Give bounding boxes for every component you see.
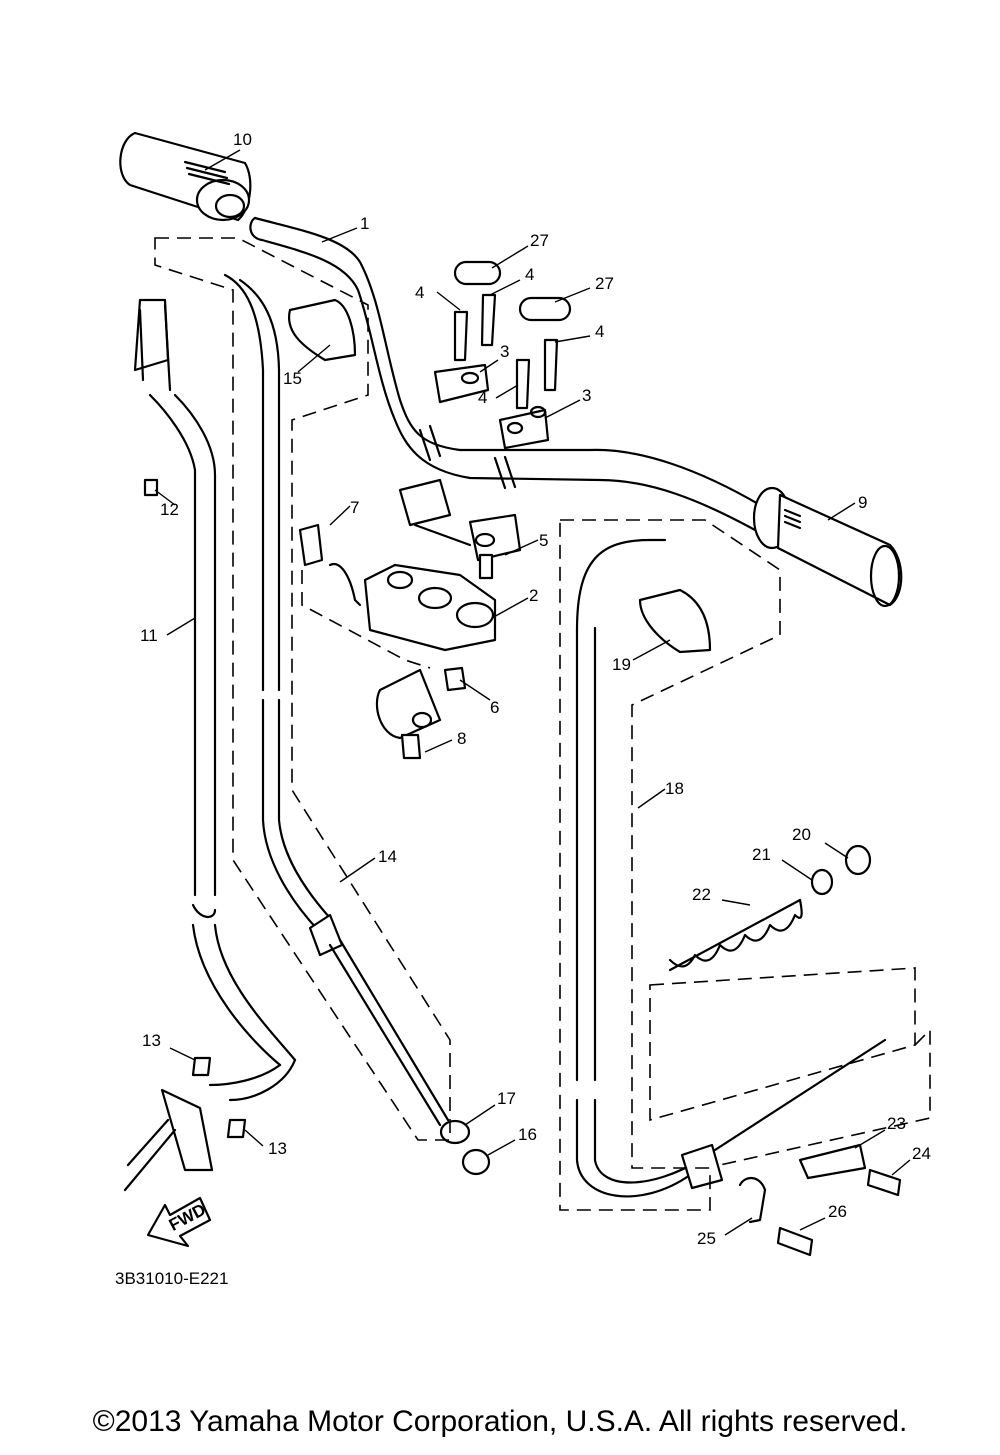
- bolt-13a: [191, 1056, 212, 1077]
- callout-labels: 10 1 27 4 27 4 4 3 4 3 15 12 7 5 2 9 6 8…: [140, 130, 931, 1248]
- callout-2: 2: [529, 586, 538, 605]
- callout-13a: 13: [142, 1031, 161, 1050]
- nut-16: [461, 1148, 491, 1176]
- left-grip: [119, 131, 252, 222]
- callout-15: 15: [283, 369, 302, 388]
- callout-6: 6: [490, 698, 499, 717]
- callout-11: 11: [140, 626, 158, 645]
- upper-holders-and-bolts: [433, 260, 572, 450]
- callout-17: 17: [497, 1089, 516, 1108]
- spring-assembly: [668, 844, 872, 972]
- clutch-cable: [223, 273, 450, 1127]
- forward-arrow: FWD: [146, 1196, 212, 1248]
- callout-3a: 3: [500, 342, 509, 361]
- callout-27a: 27: [530, 231, 549, 250]
- nut-17: [439, 1119, 471, 1145]
- callout-1: 1: [360, 214, 369, 233]
- callout-13b: 13: [268, 1139, 287, 1158]
- callout-24: 24: [912, 1144, 931, 1163]
- handlebar: [249, 216, 762, 532]
- leader-lines: [154, 149, 911, 1236]
- callout-14: 14: [378, 847, 397, 866]
- bolt-13b: [226, 1118, 247, 1139]
- callout-27b: 27: [595, 274, 614, 293]
- callout-25: 25: [697, 1229, 716, 1248]
- grommet-27a: [453, 260, 502, 286]
- bracket-23: [798, 1143, 867, 1180]
- brake-cable: [575, 538, 887, 1198]
- grommet-27b: [518, 296, 572, 322]
- callout-4d: 4: [478, 388, 487, 407]
- callout-19: 19: [612, 655, 631, 674]
- right-grip: [752, 486, 903, 608]
- callout-7: 7: [350, 498, 359, 517]
- clip-25: [738, 1177, 767, 1224]
- callout-4a: 4: [415, 283, 424, 302]
- callout-10: 10: [233, 130, 252, 149]
- group-outlines: [154, 237, 931, 1211]
- lever-cover-19: [638, 588, 712, 654]
- callout-8: 8: [457, 729, 466, 748]
- callout-3b: 3: [582, 386, 591, 405]
- lever-cover-15: [287, 298, 357, 362]
- bolt-24: [866, 1168, 902, 1197]
- callout-26: 26: [828, 1202, 847, 1221]
- copyright-notice: ©2013 Yamaha Motor Corporation, U.S.A. A…: [92, 1405, 908, 1438]
- callout-18: 18: [665, 779, 684, 798]
- lower-holder-assembly: [298, 478, 522, 760]
- callout-9: 9: [858, 493, 867, 512]
- bolt-26: [776, 1226, 814, 1257]
- diagram-code: 3B31010-E221: [115, 1269, 228, 1288]
- callout-4c: 4: [595, 322, 604, 341]
- callout-16: 16: [518, 1125, 537, 1144]
- callout-4b: 4: [525, 265, 534, 284]
- callout-22: 22: [692, 885, 711, 904]
- callout-12: 12: [160, 500, 179, 519]
- throttle-cable: [123, 298, 297, 1192]
- callout-5: 5: [539, 531, 548, 550]
- callout-20: 20: [792, 825, 811, 844]
- callout-21: 21: [752, 845, 771, 864]
- callout-23: 23: [887, 1114, 906, 1133]
